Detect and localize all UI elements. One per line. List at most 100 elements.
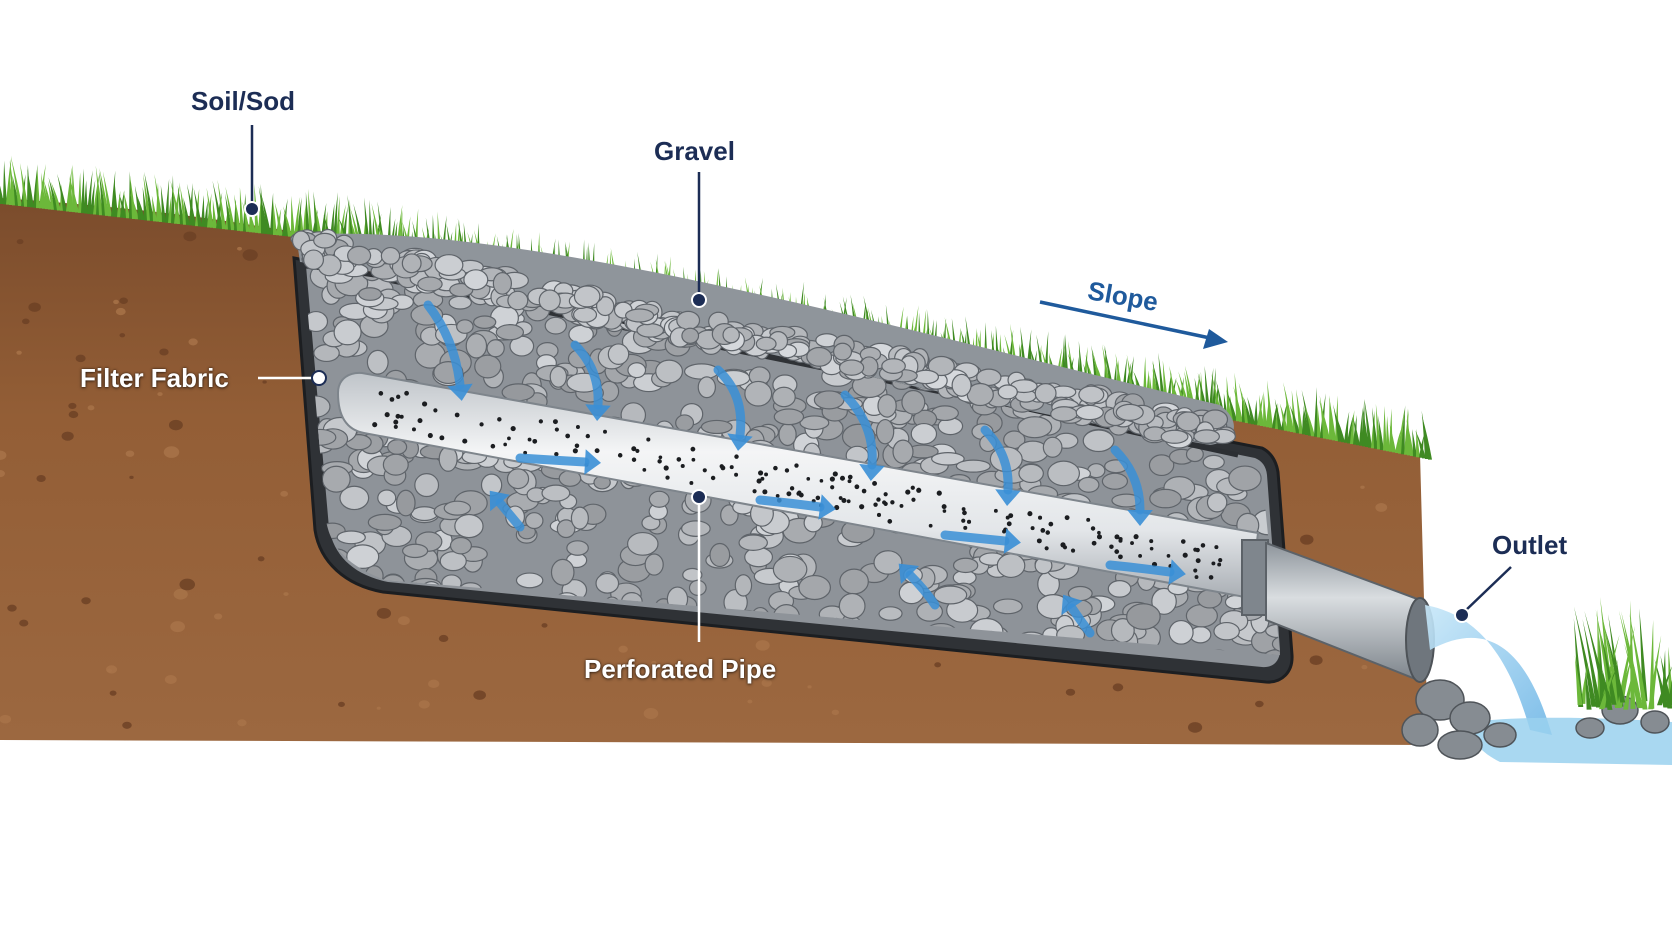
- soil-speck: [68, 410, 79, 419]
- pipe-perforations: [372, 390, 1252, 580]
- gravel-stone: [1190, 363, 1225, 387]
- gravel-stone: [1236, 377, 1255, 393]
- flow-arrow: [1067, 603, 1095, 638]
- flow-arrow-head: [898, 563, 920, 585]
- soil-speck: [213, 613, 223, 620]
- grass-blade: [1372, 407, 1378, 449]
- pipe-hole: [1166, 554, 1171, 558]
- pipe-hole: [847, 479, 852, 484]
- gravel-stone: [1220, 320, 1241, 339]
- grass-blade: [1238, 382, 1249, 423]
- gravel-stone: [676, 310, 701, 331]
- gravel-stone: [877, 394, 897, 418]
- pipe-hole: [797, 490, 802, 495]
- grass-blade: [114, 180, 118, 217]
- grass-blade: [1582, 618, 1602, 708]
- flow-arrow-head: [447, 383, 473, 401]
- grass-blade: [1233, 386, 1243, 422]
- gravel-stone: [1180, 338, 1200, 353]
- pipe-hole: [691, 457, 696, 462]
- gravel-stone: [1222, 295, 1243, 310]
- pipe-hole: [839, 475, 846, 481]
- pipe-hole: [872, 480, 878, 486]
- grass-blade: [57, 173, 67, 212]
- gravel-stone: [682, 567, 703, 582]
- pipe-hole: [1006, 521, 1012, 527]
- soil-speck: [173, 588, 188, 600]
- soil-speck: [16, 239, 24, 245]
- pipe-hole: [899, 503, 904, 508]
- pipe-hole: [575, 425, 580, 429]
- grass-blade: [1599, 659, 1619, 710]
- gravel-stone: [541, 484, 571, 502]
- grass-blade: [308, 188, 313, 236]
- grass-blade: [1247, 396, 1255, 425]
- grass-blade: [11, 157, 22, 207]
- gravel-stone: [538, 289, 561, 312]
- gravel-stone: [997, 384, 1018, 400]
- gravel-stone: [1151, 587, 1177, 615]
- pipe-hole: [911, 497, 916, 502]
- grass-blade: [81, 168, 85, 214]
- soil-speck: [22, 318, 30, 325]
- pipe-hole: [396, 394, 401, 400]
- soil-speck: [242, 249, 258, 261]
- grass-blade: [201, 195, 205, 227]
- gravel-stone: [456, 319, 474, 334]
- grass-blade: [129, 192, 139, 220]
- grass-blade: [204, 200, 208, 228]
- gravel-stone: [627, 531, 659, 556]
- grass-blade: [1406, 418, 1414, 456]
- grass-blade: [1353, 417, 1360, 446]
- pipe-hole: [372, 422, 378, 428]
- flow-arrow: [1110, 445, 1145, 515]
- soil-speck: [257, 556, 265, 562]
- pipe-hole: [665, 475, 670, 480]
- gravel-stone: [1115, 403, 1144, 421]
- soil-speck: [107, 668, 113, 673]
- gravel-stone: [454, 513, 484, 539]
- gravel-stone: [875, 418, 895, 445]
- gravel-stone: [1101, 472, 1129, 490]
- pipe-hole: [873, 502, 878, 507]
- pipe-hole: [433, 408, 438, 413]
- gravel-stone: [1203, 359, 1226, 376]
- grass-blade: [27, 168, 34, 208]
- gravel-stone: [932, 262, 954, 281]
- soil-speck: [397, 616, 410, 626]
- grass-blade: [273, 201, 277, 235]
- gravel-stone: [1160, 429, 1189, 444]
- grass-blade: [1421, 414, 1432, 460]
- pipe-hole: [462, 438, 468, 444]
- gravel-stone: [544, 316, 568, 335]
- gravel-stone: [1077, 476, 1100, 493]
- pipe-hole: [961, 518, 966, 523]
- gravel-stone: [1045, 279, 1071, 301]
- grass-blade: [1401, 405, 1406, 455]
- pipe-hole: [631, 457, 637, 462]
- bank-grass: [1573, 597, 1672, 710]
- gravel-stone: [463, 269, 489, 291]
- gravel-stone: [448, 295, 472, 310]
- flow-arrow: [713, 365, 746, 440]
- gravel-stone: [595, 572, 620, 594]
- grass-blade: [1386, 415, 1390, 452]
- gravel-stone: [443, 500, 472, 516]
- gravel-stone: [1237, 340, 1260, 356]
- gravel-stone: [813, 390, 845, 410]
- pipe-hole: [784, 468, 790, 473]
- pipe-hole: [1218, 558, 1223, 563]
- gravel-stone: [1205, 261, 1239, 278]
- gravel-stone: [1085, 332, 1114, 355]
- gravel-stone: [931, 275, 953, 295]
- pipe-hole: [1214, 545, 1219, 550]
- gravel-stone: [745, 269, 764, 284]
- gravel-stone: [410, 506, 439, 522]
- pipe-hole: [758, 470, 764, 476]
- grass-blade: [1319, 399, 1330, 440]
- pipe-hole: [876, 512, 882, 518]
- soil-speck: [428, 679, 440, 689]
- soil-speck: [28, 302, 41, 312]
- gravel-stone: [1047, 278, 1070, 297]
- grass-blade: [68, 175, 79, 213]
